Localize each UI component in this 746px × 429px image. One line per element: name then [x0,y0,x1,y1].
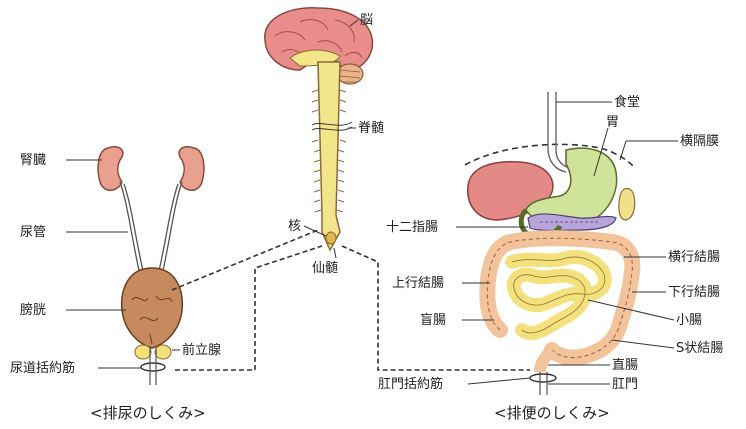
label-descending-colon: 下行結腸 [668,285,720,300]
label-ascending-colon: 上行結腸 [392,276,444,291]
label-cecum: 盲腸 [420,312,446,328]
label-spinal-cord: 脊髄 [358,121,384,136]
cerebellum [337,64,363,84]
label-sacral-cord: 仙髄 [312,261,338,276]
label-bladder: 膀胱 [20,302,46,318]
kidney-right [179,147,204,191]
label-duodenum: 十二指腸 [386,220,438,235]
label-anal-sphincter: 肛門括約筋 [378,376,443,392]
kidney-left [98,147,123,191]
label-nucleus: 核 [288,219,301,234]
label-rectum: 直腸 [612,358,638,373]
bladder-nerve-pathway [172,230,318,290]
ureters [120,182,182,275]
bladder [122,268,183,348]
spinal-cord [312,62,352,250]
label-diaphragm: 横隔膜 [680,134,719,149]
label-brain: 脳 [360,13,373,28]
label-kidney: 腎臓 [20,153,46,168]
label-ureter: 尿管 [20,225,46,240]
label-sigmoid-colon: S状結腸 [676,341,723,356]
pancreas [528,214,616,231]
label-prostate: 前立腺 [182,342,221,358]
caption-defecation: <排便のしくみ> [494,404,610,422]
anal-sphincter [530,374,556,382]
label-urethral-sphincter: 尿道括約筋 [10,360,75,376]
small-intestine [512,257,605,333]
spleen [619,189,635,221]
label-esophagus: 食堂 [614,94,640,110]
label-transverse-colon: 横行結腸 [668,250,720,265]
label-small-intestine: 小腸 [676,313,702,328]
label-anus: 肛門 [612,377,638,392]
label-stomach: 胃 [606,115,619,130]
caption-urination: <排尿のしくみ> [90,404,206,422]
rectum-nerve-pathway [342,246,530,370]
rectum [540,350,552,395]
